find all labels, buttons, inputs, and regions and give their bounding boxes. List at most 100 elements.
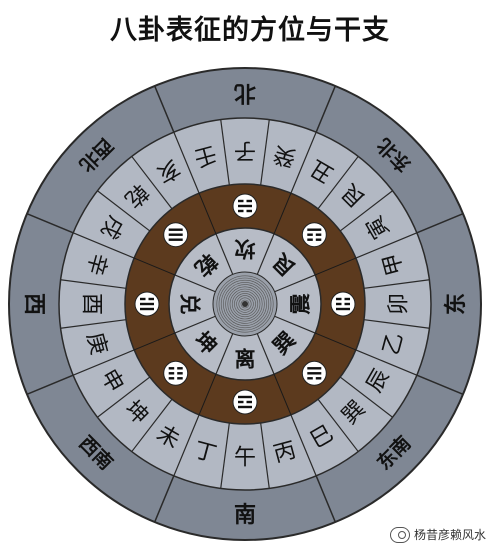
trigram-symbol-icon (163, 222, 189, 248)
stem-branch-label: 子 (234, 138, 256, 163)
sector-divider-middle (220, 422, 230, 489)
yao-broken (140, 297, 146, 301)
direction-label: 北 (234, 80, 256, 106)
trigram-symbol-icon (232, 193, 258, 219)
yao-solid (307, 372, 322, 375)
stem-branch-label: 卯 (387, 293, 412, 315)
trigram-symbol-icon (232, 389, 258, 415)
sector-divider-middle (290, 131, 317, 194)
trigram-name: 坎 (235, 237, 256, 262)
sector-divider-outer (153, 85, 175, 133)
direction-label: 南 (234, 502, 256, 528)
sector-divider-inner (215, 233, 234, 275)
center-ring (220, 279, 270, 329)
watermark: 杨昔彦赖风水 (389, 526, 486, 543)
trigram-name: 离 (235, 347, 256, 372)
sector-divider-middle (220, 119, 230, 186)
sector-divider-middle (339, 190, 393, 232)
center-ring (227, 286, 263, 322)
stem-branch-label: 午 (234, 446, 256, 471)
trigram-symbol-icon (163, 360, 189, 386)
yao-broken (177, 372, 183, 375)
sector-divider-brown (133, 332, 175, 351)
sector-divider-middle (355, 349, 418, 376)
yao-broken (246, 400, 252, 404)
sector-divider-outer (26, 374, 74, 396)
yao-broken (177, 367, 183, 370)
yao-solid (238, 405, 252, 409)
center-ring (238, 297, 252, 311)
sector-divider-inner (174, 315, 216, 334)
yao-broken (307, 238, 313, 241)
sector-divider-middle (317, 398, 359, 452)
yao-solid (168, 238, 183, 241)
yao-broken (315, 377, 322, 380)
center-ring (229, 288, 261, 320)
trigram-name: 兑 (178, 294, 203, 315)
trigram-symbol-icon (301, 360, 327, 386)
sector-divider-middle (131, 156, 173, 210)
yao-solid (168, 228, 183, 231)
wechat-icon (389, 526, 410, 543)
yao-solid (238, 395, 252, 399)
sector-divider-inner (215, 333, 234, 375)
sector-divider-outer (26, 212, 74, 234)
sector-divider-middle (60, 279, 127, 289)
sector-divider-middle (260, 422, 270, 489)
center-ring (236, 295, 254, 313)
sector-divider-middle (97, 190, 151, 232)
yao-solid (238, 204, 252, 208)
yao-solid (336, 307, 350, 311)
yao-broken (315, 233, 322, 236)
yao-broken (307, 233, 313, 236)
sector-divider-brown (273, 374, 292, 416)
yao-broken (238, 209, 244, 213)
sector-divider-middle (72, 349, 135, 376)
center-ring (225, 284, 265, 324)
sector-divider-middle (131, 398, 173, 452)
yao-solid (307, 367, 322, 370)
yao-broken (168, 372, 175, 375)
sector-divider-middle (173, 131, 200, 194)
watermark-text: 杨昔彦赖风水 (413, 528, 486, 542)
yao-broken (246, 199, 252, 203)
sector-divider-middle (317, 156, 359, 210)
sector-divider-inner (256, 333, 275, 375)
sector-divider-outer (416, 212, 464, 234)
sector-divider-middle (290, 414, 317, 477)
trigram-symbol-icon (301, 222, 327, 248)
sector-divider-brown (198, 374, 217, 416)
sector-divider-middle (97, 376, 151, 418)
center-ring (223, 282, 267, 326)
yao-broken (168, 367, 175, 370)
yao-broken (177, 377, 183, 380)
sector-divider-inner (274, 315, 316, 334)
yao-broken (307, 377, 313, 380)
yao-broken (336, 302, 342, 306)
yao-solid (140, 307, 154, 311)
yao-broken (315, 238, 322, 241)
trigram-badge (301, 222, 327, 248)
sector-divider-middle (260, 119, 270, 186)
direction-label: 东 (443, 293, 469, 315)
trigram-symbol-icon (134, 291, 160, 317)
sector-divider-outer (416, 374, 464, 396)
yao-broken (246, 209, 252, 213)
yao-broken (336, 297, 342, 301)
trigram-symbol-icon (330, 291, 356, 317)
sector-divider-brown (315, 257, 357, 276)
sector-divider-middle (363, 279, 430, 289)
sector-divider-outer (315, 475, 337, 523)
sector-divider-middle (339, 376, 393, 418)
yao-broken (168, 377, 175, 380)
sector-divider-inner (274, 274, 316, 293)
sector-divider-middle (173, 414, 200, 477)
center-ring (216, 275, 274, 333)
trigram-badge (232, 389, 258, 415)
center-ring (231, 290, 259, 318)
center-ring (218, 277, 272, 331)
yao-broken (238, 199, 244, 203)
sector-divider-brown (273, 192, 292, 234)
sector-divider-outer (153, 475, 175, 523)
trigram-badge (163, 360, 189, 386)
